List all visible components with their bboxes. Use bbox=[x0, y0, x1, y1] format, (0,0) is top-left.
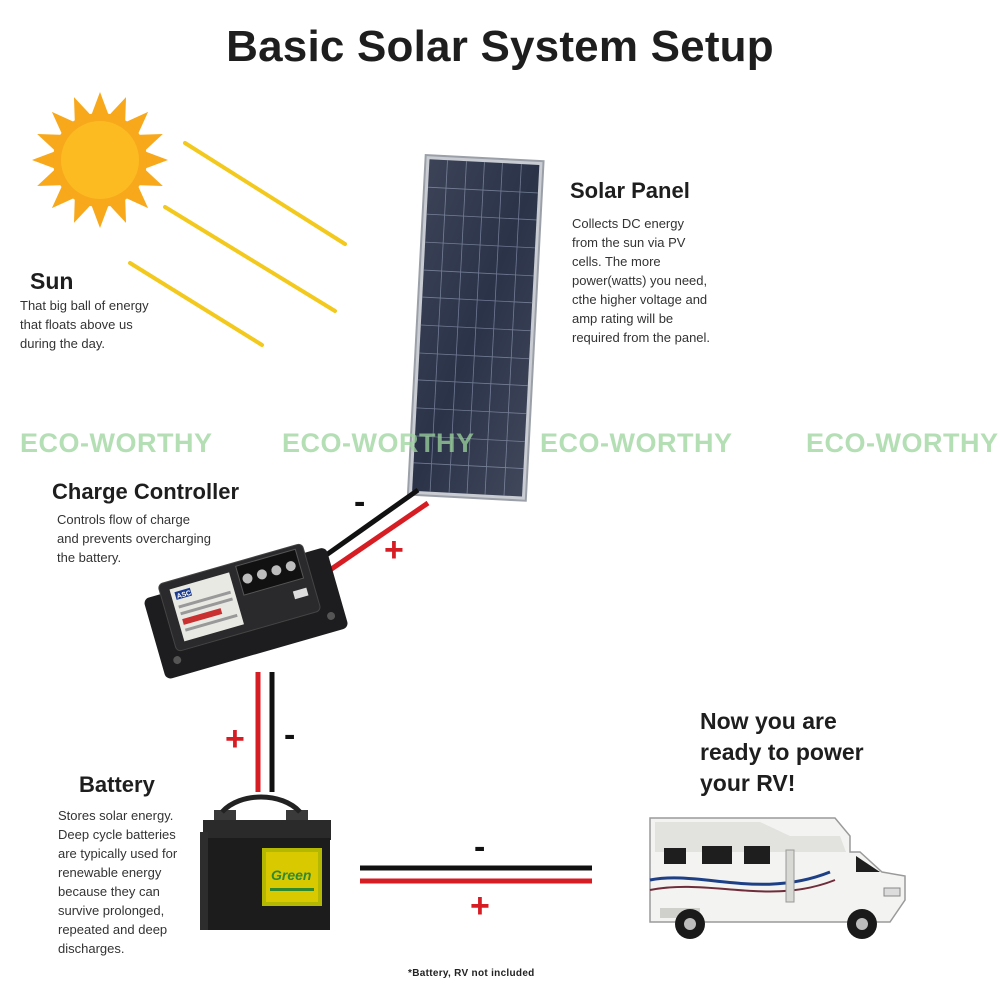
plus-sign: + bbox=[470, 887, 490, 925]
battery-description: Stores solar energy. Deep cycle batterie… bbox=[58, 808, 178, 956]
plus-sign: + bbox=[384, 531, 404, 569]
battery-brand-label: Green bbox=[271, 867, 311, 883]
page-title: Basic Solar System Setup bbox=[226, 22, 774, 71]
watermark: ECO-WORTHY bbox=[806, 428, 999, 458]
sun-ray bbox=[183, 141, 347, 246]
minus-sign: - bbox=[474, 828, 486, 866]
solar-panel-heading: Solar Panel bbox=[570, 178, 690, 203]
rv-callout: Now you are ready to power your RV! bbox=[700, 708, 864, 796]
footnote: *Battery, RV not included bbox=[408, 968, 535, 979]
charge-controller-description: Controls flow of charge and prevents ove… bbox=[57, 512, 211, 565]
watermark: ECO-WORTHY bbox=[20, 428, 213, 458]
sun-description: That big ball of energy that floats abov… bbox=[20, 298, 149, 351]
sun-ray bbox=[163, 205, 337, 313]
solar-panel-description: Collects DC energy from the sun via PV c… bbox=[572, 216, 711, 345]
minus-sign: - bbox=[284, 716, 296, 754]
plus-sign: + bbox=[225, 720, 245, 758]
watermark: ECO-WORTHY bbox=[282, 428, 475, 458]
sun-ray bbox=[128, 261, 264, 347]
minus-sign: - bbox=[354, 483, 366, 521]
negative-wire bbox=[320, 487, 420, 561]
positive-wire bbox=[328, 500, 430, 573]
sun-heading: Sun bbox=[30, 268, 74, 294]
charge-controller-heading: Charge Controller bbox=[52, 479, 240, 504]
watermark: ECO-WORTHY bbox=[540, 428, 733, 458]
controller-brand-label: ASC bbox=[176, 590, 192, 601]
battery-heading: Battery bbox=[79, 772, 155, 797]
